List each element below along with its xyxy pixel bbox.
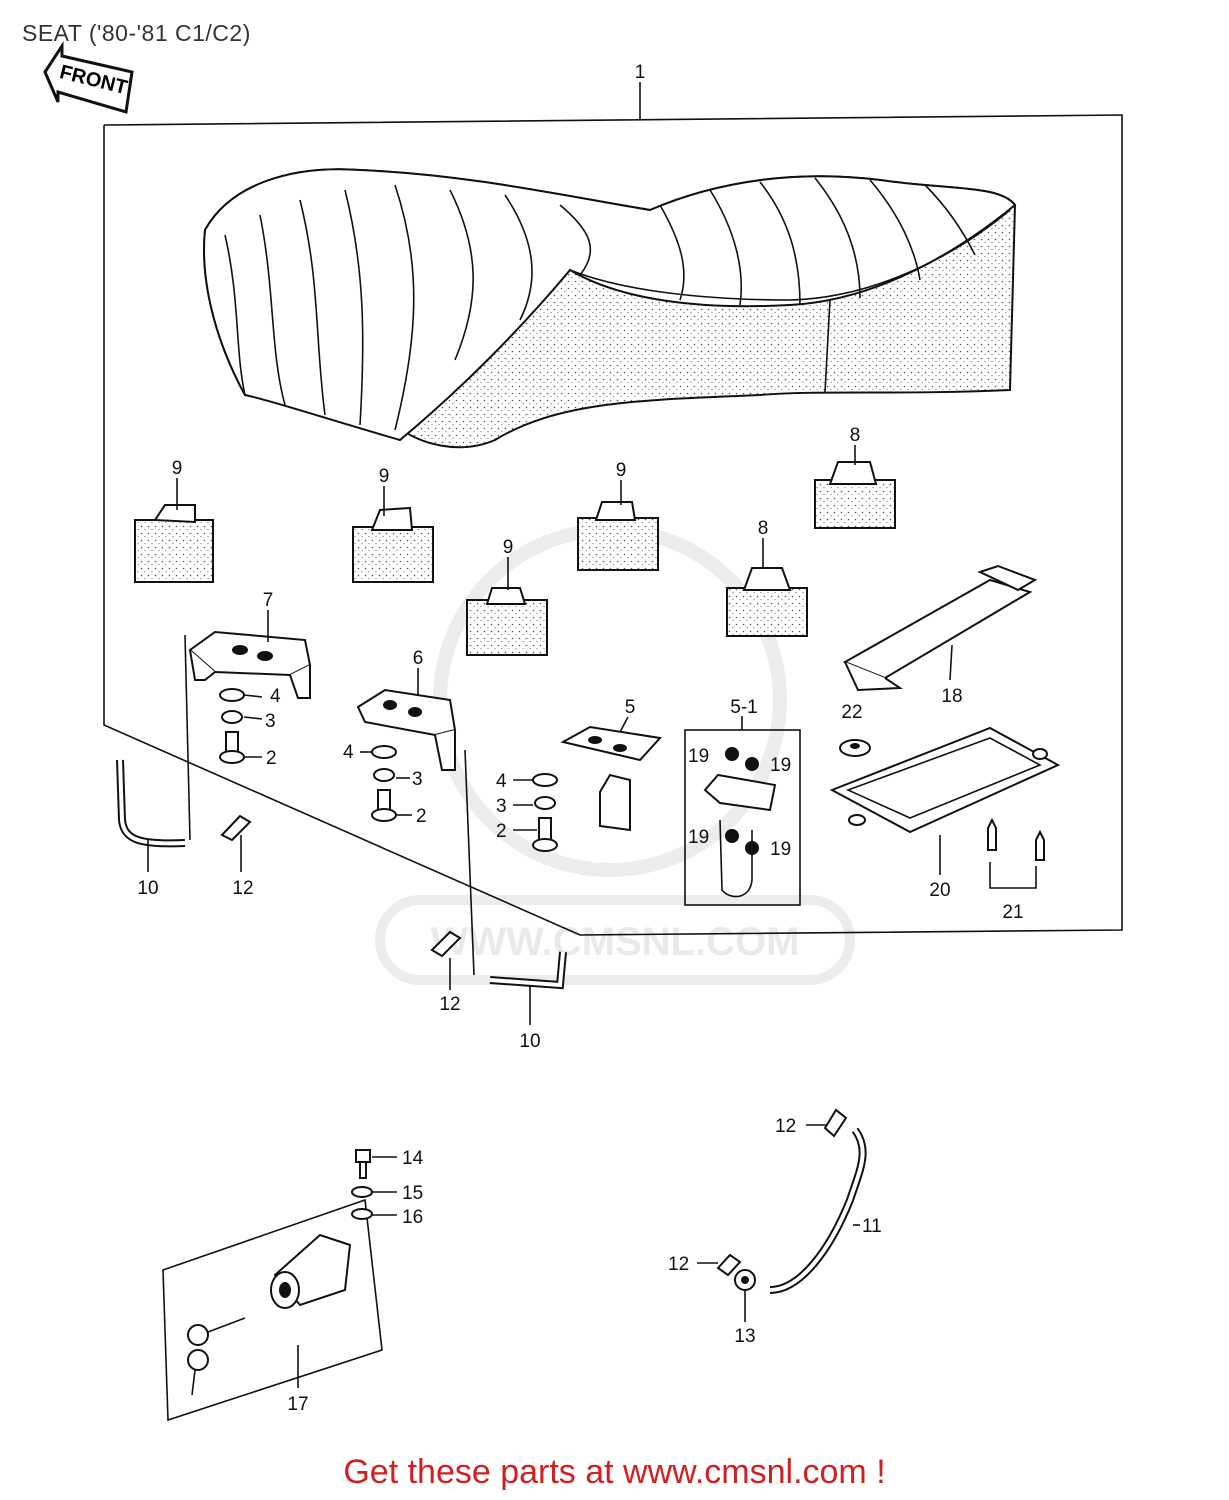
callout-9b: 9	[379, 466, 390, 487]
callout-21: 21	[1002, 902, 1023, 923]
bracket-6-icon	[356, 688, 457, 771]
damper-8a-icon	[726, 567, 808, 637]
callout-11: 11	[862, 1216, 882, 1237]
callout-4c: 4	[496, 771, 507, 792]
callout-10a: 10	[137, 878, 158, 899]
callout-19c: 19	[688, 827, 709, 848]
keys-icon	[187, 1317, 246, 1396]
callout-7: 7	[263, 590, 274, 611]
seat-assembly-frame	[103, 82, 1123, 936]
clip-12b-icon	[430, 930, 462, 958]
callout-2c: 2	[496, 821, 507, 842]
callout-9d: 9	[503, 537, 514, 558]
callout-3b: 3	[412, 769, 423, 790]
callout-1: 1	[635, 62, 646, 83]
callout-8b: 8	[850, 425, 861, 446]
page-title: SEAT ('80-'81 C1/C2)	[22, 20, 251, 46]
callout-19b: 19	[770, 755, 791, 776]
callout-15: 15	[402, 1183, 423, 1204]
callout-12a: 12	[232, 878, 253, 899]
rod-10b-icon	[489, 951, 567, 990]
callout-2b: 2	[416, 806, 427, 827]
screws-21-icon	[987, 817, 1045, 889]
callout-16: 16	[402, 1207, 423, 1228]
bracket-5-icon	[560, 725, 662, 832]
damper-8b-icon	[814, 461, 896, 529]
callout-8a: 8	[758, 518, 769, 539]
callout-18: 18	[941, 686, 962, 707]
callout-3a: 3	[265, 711, 276, 732]
callout-14: 14	[402, 1148, 424, 1169]
washer-16-icon	[351, 1208, 373, 1220]
subassembly-5-1	[684, 729, 801, 906]
callout-17: 17	[287, 1394, 308, 1415]
footer-link[interactable]: Get these parts at www.cmsnl.com !	[343, 1453, 886, 1491]
bolt-14-icon	[355, 1149, 371, 1179]
nut-22-icon	[839, 739, 871, 757]
callout-9c: 9	[616, 460, 627, 481]
callout-12c: 12	[775, 1116, 796, 1137]
callout-labels: 1 9 9 9 9 8 8 7 6 5 5-1 4 3 2 4 3 2 4 3 …	[137, 62, 1023, 1415]
washer-bolt-stack-b	[371, 745, 397, 822]
washer-15-icon	[351, 1186, 373, 1198]
lock-cylinder-icon	[270, 1233, 352, 1309]
clip-12d-icon	[716, 1253, 742, 1277]
callout-12d: 12	[668, 1254, 689, 1275]
callout-22: 22	[841, 702, 862, 723]
strap-18-icon	[842, 564, 1038, 692]
callout-2a: 2	[266, 748, 277, 769]
callout-10b: 10	[519, 1031, 540, 1052]
callout-6: 6	[413, 648, 424, 669]
callout-9a: 9	[172, 458, 183, 479]
damper-9a-icon	[134, 504, 214, 583]
callout-19a: 19	[688, 746, 709, 767]
front-arrow-icon: FRONT	[43, 40, 134, 114]
callout-3c: 3	[496, 796, 507, 817]
callout-20: 20	[929, 880, 950, 901]
callout-4a: 4	[270, 686, 281, 707]
rod-10a-icon	[116, 759, 186, 848]
callout-5-1: 5-1	[730, 697, 757, 718]
leader-lines	[147, 445, 953, 1388]
tray-20-icon	[829, 726, 1061, 834]
bracket-7-icon	[188, 630, 312, 699]
damper-9c-icon	[577, 501, 659, 571]
grommet-13-icon	[734, 1269, 756, 1291]
callout-4b: 4	[343, 742, 354, 763]
watermark-text: WWW.CMSNL.COM	[431, 920, 800, 964]
callout-12b: 12	[439, 994, 460, 1015]
washer-bolt-stack-c	[532, 773, 558, 852]
callout-5: 5	[625, 697, 636, 718]
clip-12c-icon	[823, 1108, 848, 1138]
washer-bolt-stack-a	[219, 688, 245, 764]
clip-12a-icon	[220, 814, 252, 842]
callout-13: 13	[734, 1326, 755, 1347]
damper-9d-icon	[466, 587, 548, 656]
damper-9b-icon	[352, 506, 434, 583]
seat-icon	[203, 168, 1017, 449]
lock-set-frame	[162, 1198, 383, 1422]
callout-19d: 19	[770, 839, 791, 860]
cable-11-icon	[769, 1127, 867, 1294]
